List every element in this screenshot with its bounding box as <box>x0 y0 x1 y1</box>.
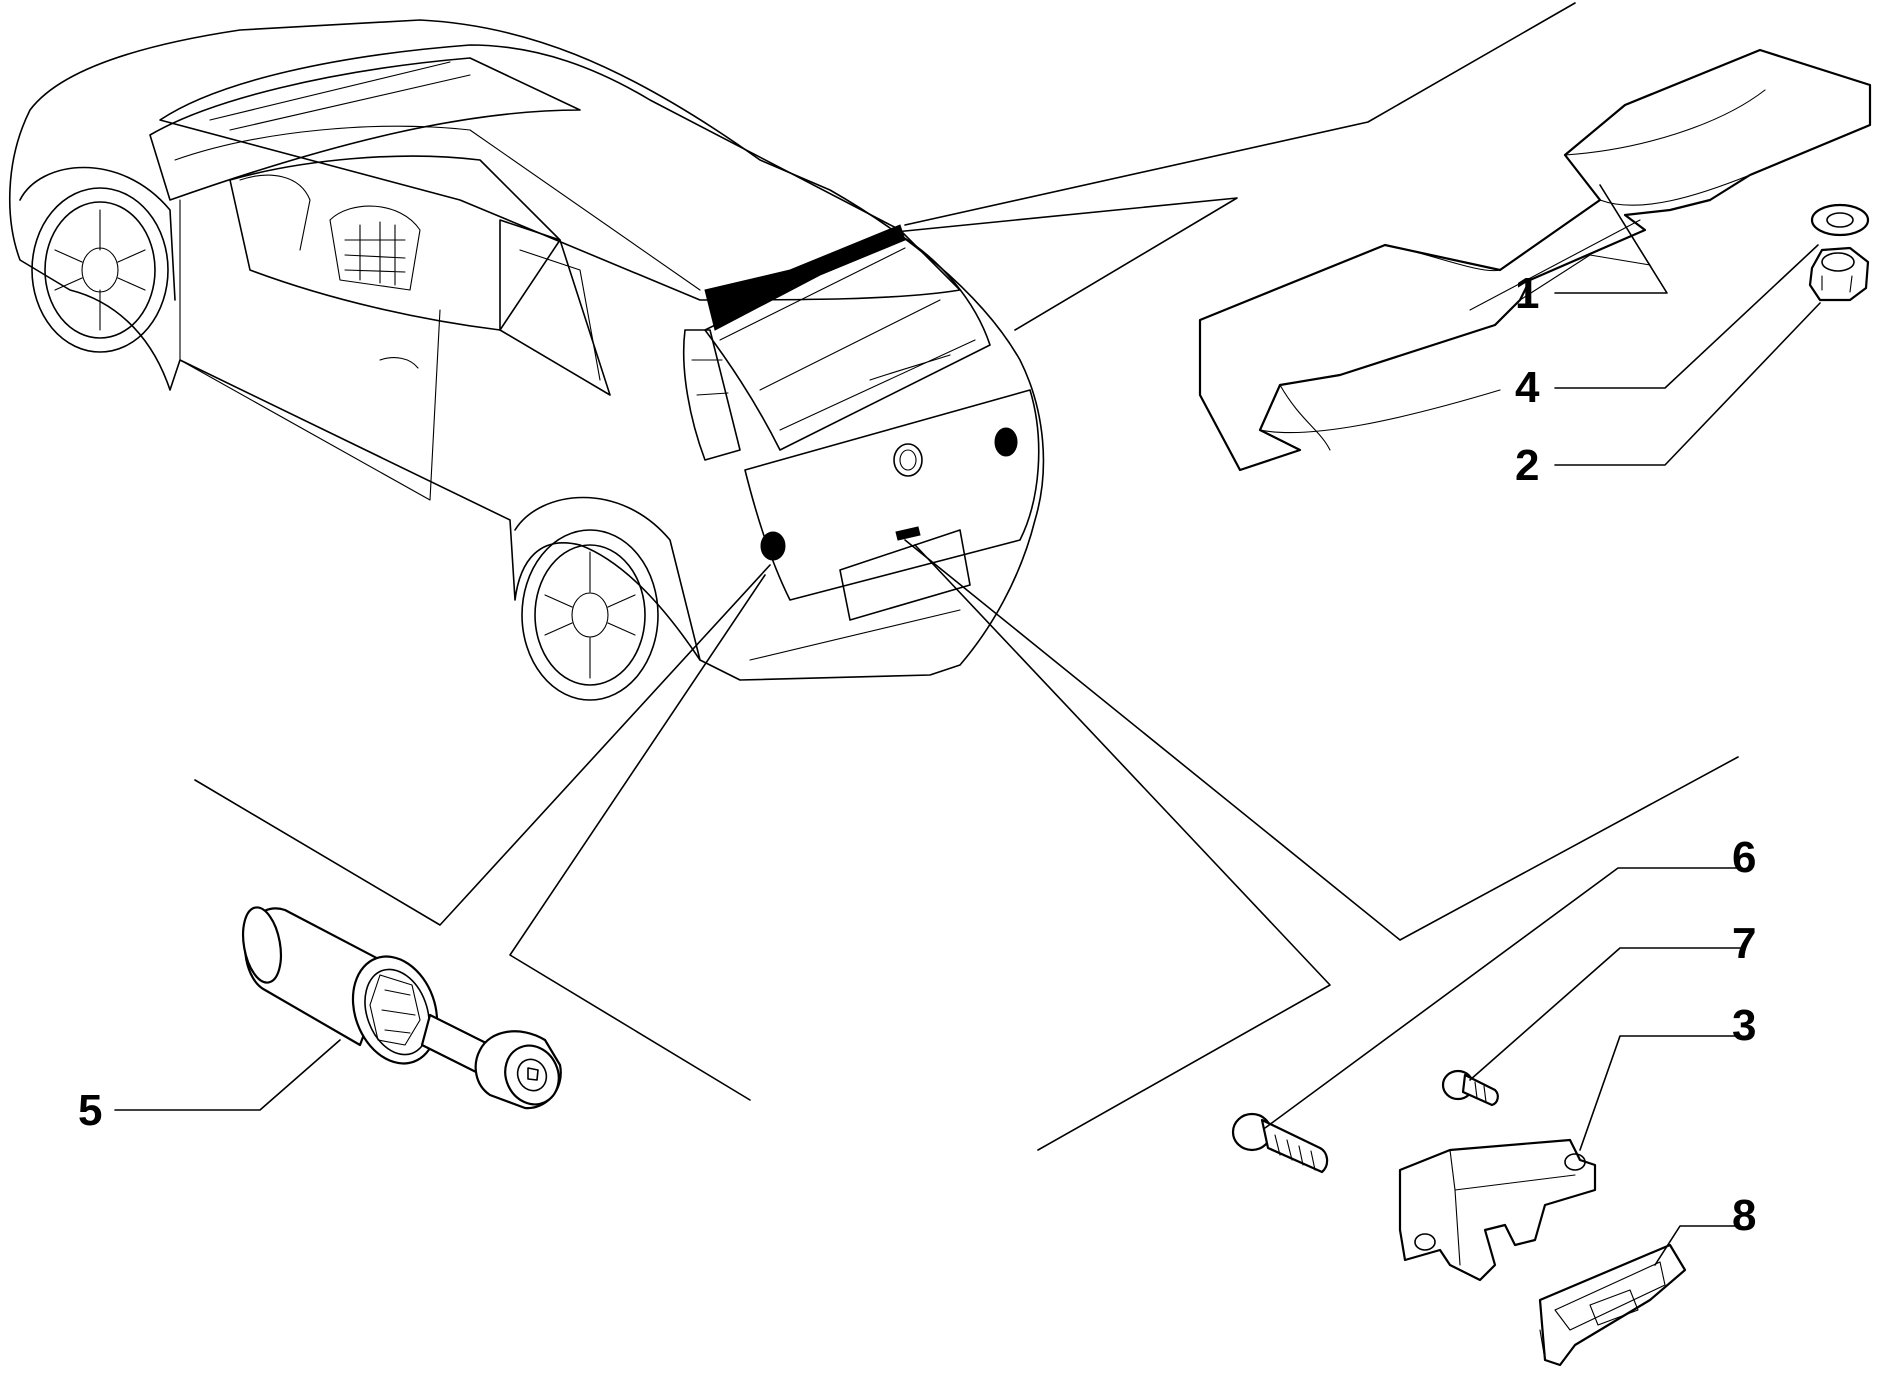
lock-cylinder-part <box>241 906 562 1110</box>
callout-leaders <box>114 184 1821 1266</box>
callout-7: 7 <box>1732 919 1756 968</box>
callout-2: 2 <box>1515 441 1539 490</box>
leader-lines <box>194 2 1739 1151</box>
callout-labels: 1 4 2 6 7 3 8 5 <box>78 269 1756 1240</box>
nut-part <box>1808 246 1870 302</box>
callout-8: 8 <box>1732 1191 1756 1240</box>
callout-3: 3 <box>1732 1001 1756 1050</box>
callout-6: 6 <box>1732 833 1756 882</box>
striker-part <box>1398 1138 1597 1282</box>
car-illustration <box>8 19 1045 701</box>
screw-part <box>1441 1069 1499 1107</box>
callout-5: 5 <box>78 1086 102 1135</box>
callout-4: 4 <box>1515 363 1540 412</box>
spoiler-part <box>1198 48 1872 472</box>
bolt-part <box>1231 1112 1329 1174</box>
plate-part <box>1538 1243 1687 1367</box>
washer-part <box>1810 203 1870 237</box>
callout-1: 1 <box>1515 269 1539 318</box>
